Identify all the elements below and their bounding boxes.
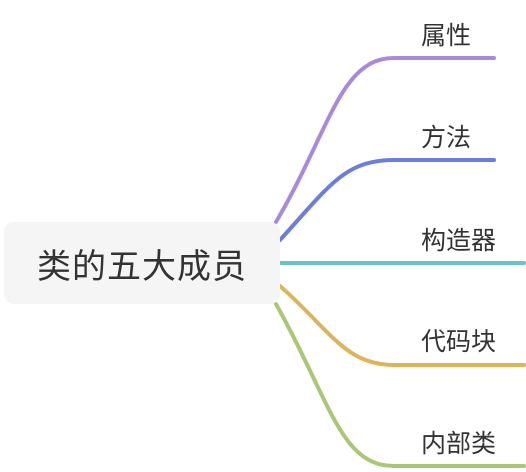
branch-label-methods[interactable]: 方法 [421, 123, 472, 152]
connector-inner-class [274, 302, 526, 468]
root-node-label: 类的五大成员 [37, 246, 247, 287]
connector-methods [278, 158, 496, 242]
branch-label-properties[interactable]: 属性 [421, 21, 472, 50]
connector-code-block [278, 284, 526, 367]
branch-label-inner-class[interactable]: 内部类 [421, 429, 497, 458]
branch-label-constructor[interactable]: 构造器 [421, 226, 497, 255]
root-node[interactable]: 类的五大成员 [4, 222, 280, 304]
branch-label-code-block[interactable]: 代码块 [421, 327, 497, 356]
connector-properties [274, 56, 496, 224]
